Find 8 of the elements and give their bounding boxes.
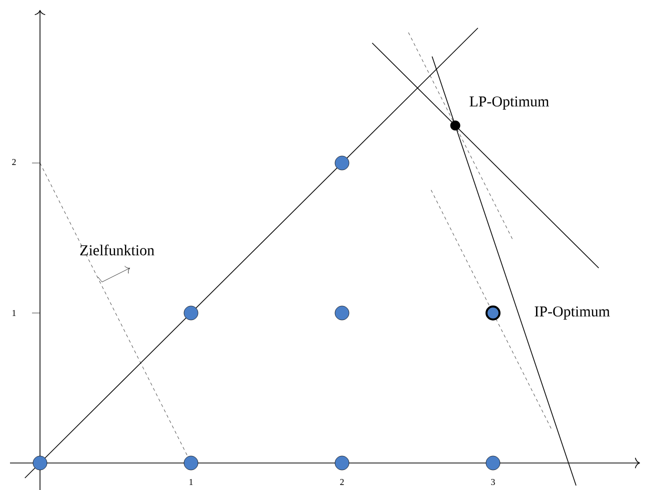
tick-label: 2 bbox=[12, 159, 16, 165]
axis-label: Zielfunktion bbox=[80, 244, 154, 256]
point-label: LP-Optimum bbox=[470, 96, 549, 110]
tick-label: 3 bbox=[491, 478, 495, 486]
tick-label: 1 bbox=[190, 479, 193, 485]
tick-label: 1 bbox=[12, 310, 16, 316]
tick-label: 2 bbox=[340, 479, 344, 485]
point-label: IP-Optimum bbox=[534, 306, 610, 320]
